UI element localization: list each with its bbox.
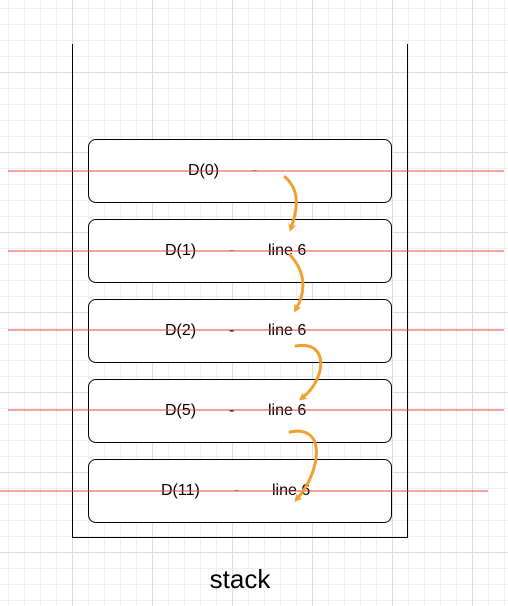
return-arrow-3 <box>288 429 318 503</box>
return-arrow-1 <box>288 253 305 313</box>
strike-lines <box>0 170 504 492</box>
return-arrow-0 <box>283 175 298 232</box>
return-arrows <box>283 175 323 503</box>
stack-frame-2 <box>88 299 392 363</box>
stack-right-wall <box>407 44 408 538</box>
stack-label: stack <box>209 564 271 594</box>
stack-left-wall <box>72 44 73 538</box>
return-arrow-2 <box>294 343 323 401</box>
stack-bottom-wall <box>72 537 408 538</box>
stack-frame-3 <box>88 379 392 443</box>
